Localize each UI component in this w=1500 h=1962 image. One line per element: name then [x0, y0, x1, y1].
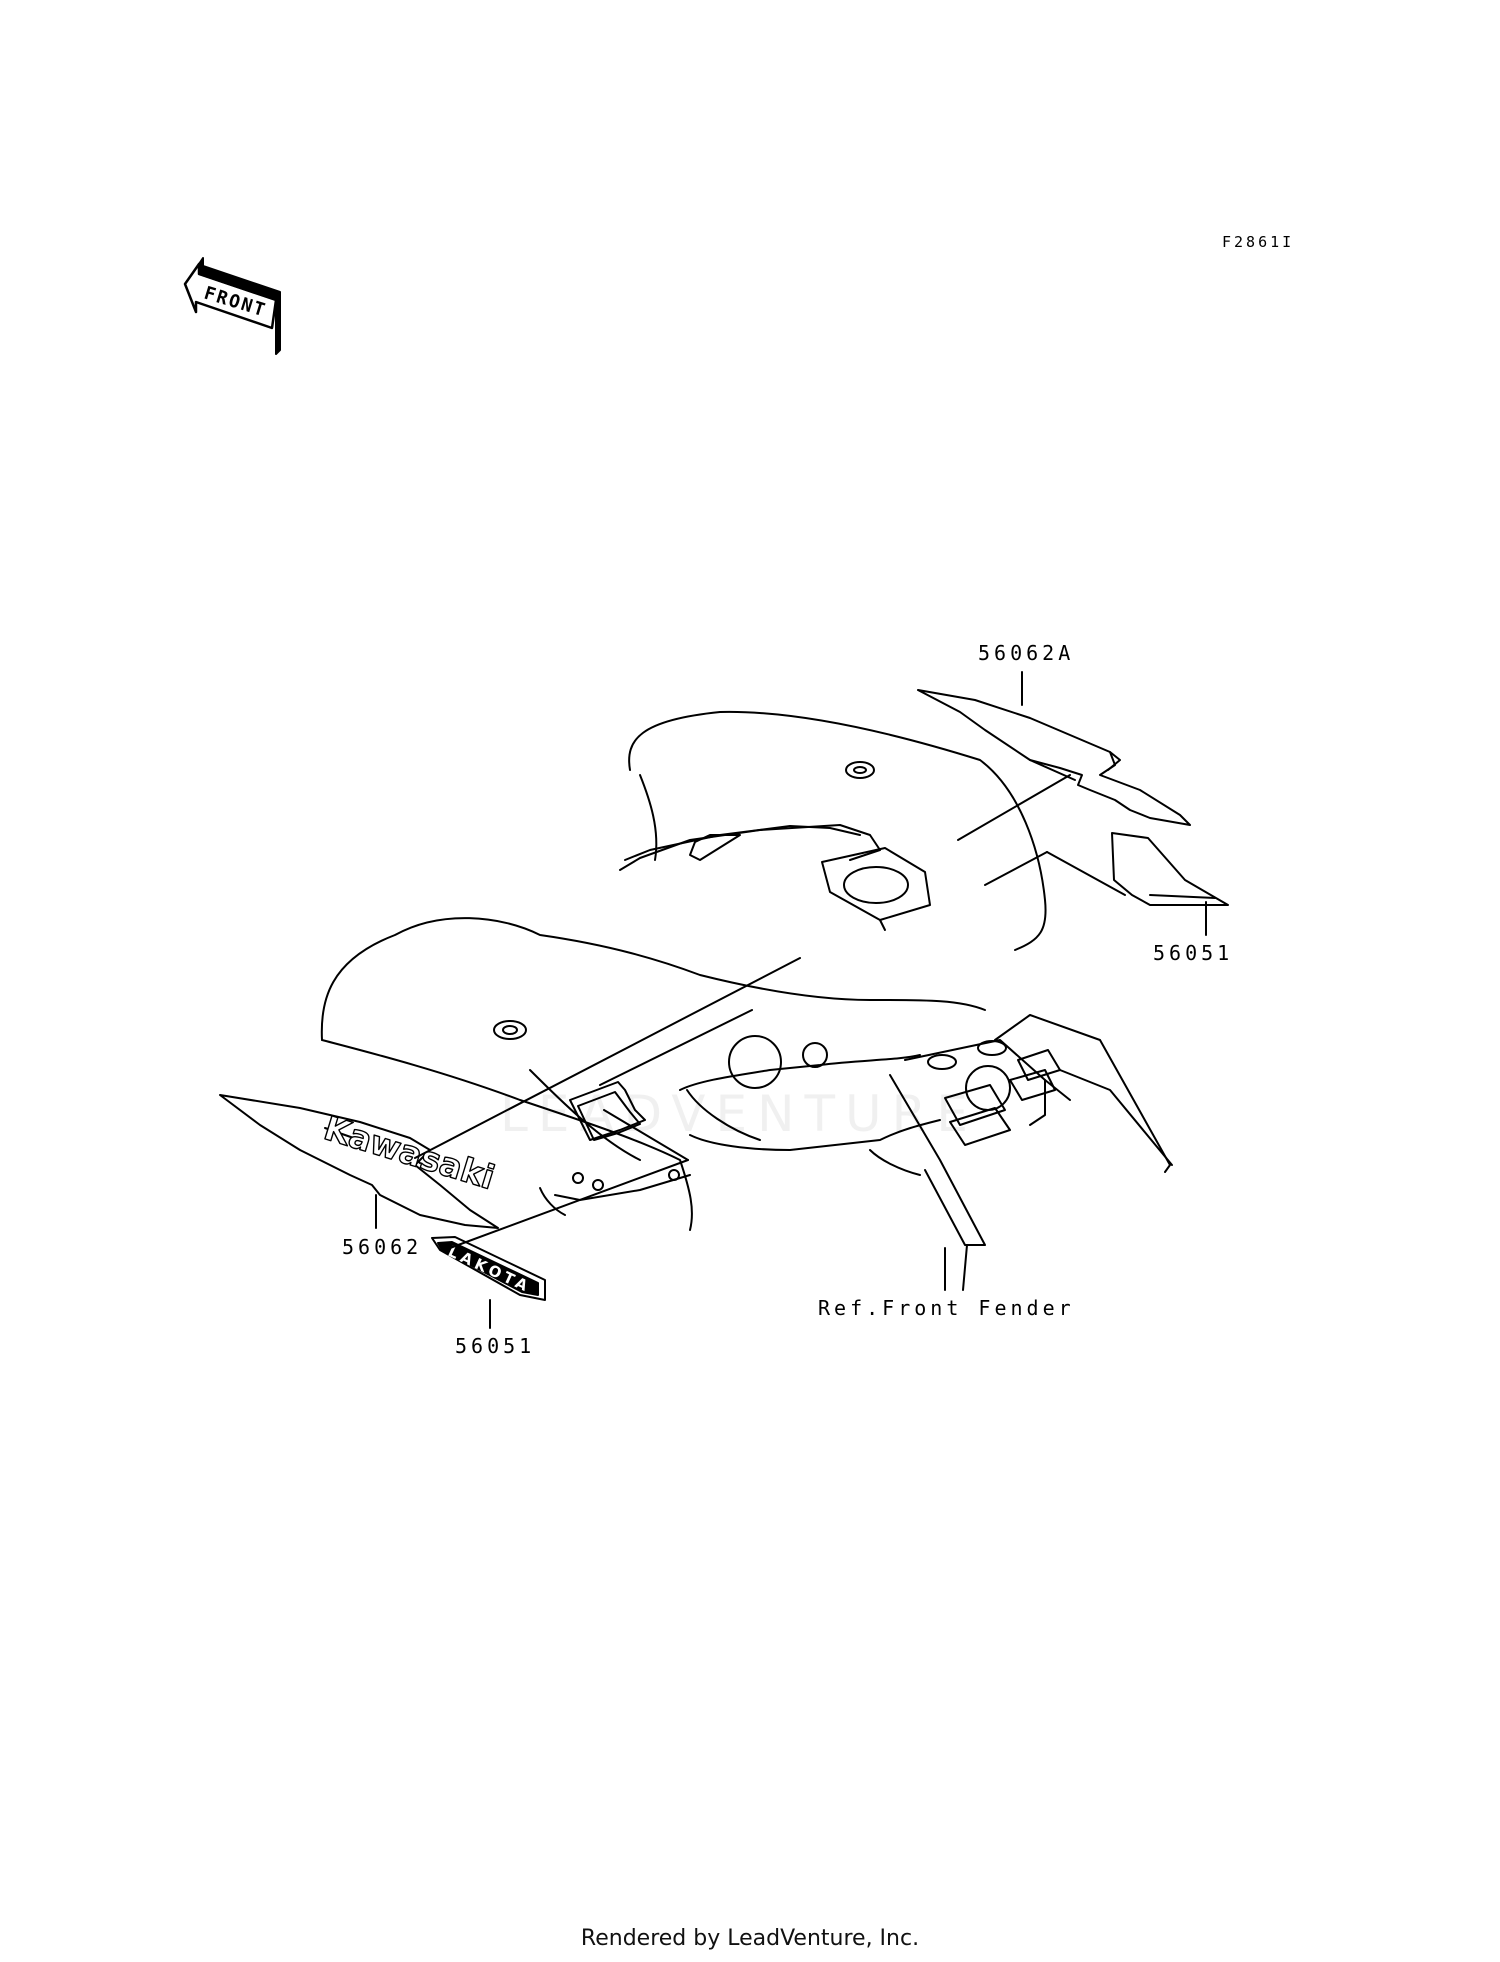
part-label-56051-lakota[interactable]: 56051 [455, 1334, 536, 1358]
emblem-56051-right-shape [1111, 832, 1229, 906]
leader-lines [375, 671, 1207, 1329]
kawasaki-decal-shape: Kawasaki [219, 1094, 500, 1229]
center-frame-section [679, 1014, 1173, 1291]
reference-label-front-fender: Ref.Front Fender [818, 1296, 1075, 1320]
decal-56062a-shape [917, 689, 1191, 826]
front-arrow-icon: FRONT [183, 257, 281, 355]
part-label-56051-right[interactable]: 56051 [1153, 941, 1234, 965]
front-fender-section [320, 917, 986, 1231]
figure-code-label: F2861I [1222, 233, 1295, 251]
part-label-56062a[interactable]: 56062A [978, 641, 1075, 665]
rear-fender-section [619, 710, 1047, 951]
footer-credit: Rendered by LeadVenture, Inc. [580, 1926, 920, 1951]
part-label-56062[interactable]: 56062 [342, 1235, 423, 1259]
kawasaki-decal-text: Kawasaki [320, 1108, 499, 1197]
lakota-emblem-shape: LAKOTA [431, 1236, 546, 1301]
